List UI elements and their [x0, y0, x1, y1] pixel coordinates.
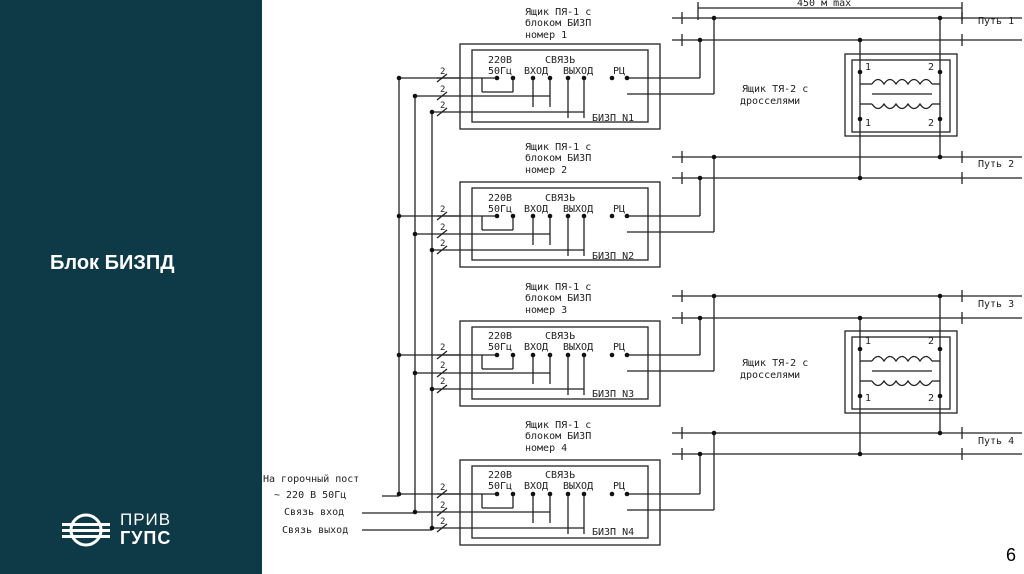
comm-out-label: Связь выход [282, 525, 348, 536]
block-number-label: номер 2 [525, 165, 567, 176]
logo-line-1: ПРИВ [120, 510, 172, 529]
wire-count-3: 2 [440, 101, 445, 111]
cabinet-label-line-2: блоком БИЗП [525, 430, 591, 442]
terminal-svyaz-label: СВЯЗЬ [545, 331, 575, 342]
terminal-vyhod-label: ВЫХОД [563, 481, 593, 492]
choke-label-2-line-1: Ящик ТЯ-2 с [742, 358, 808, 369]
coil-pin-1b: 1 [865, 118, 871, 129]
distance-label: 450 м max [797, 0, 851, 9]
coil-pin-1c: 1 [865, 336, 871, 347]
wire-count-2: 2 [440, 501, 445, 511]
terminal-vyhod-label: ВЫХОД [563, 66, 593, 77]
bizp-block-4: Ящик ПЯ-1 с блоком БИЗП номер 4 220В СВЯ… [440, 420, 1014, 538]
track-label: Путь 3 [978, 299, 1014, 310]
cabinet-label-line-1: Ящик ПЯ-1 с [525, 420, 591, 431]
wiring-diagram: 450 м max Ящик ТЯ-2 с дросселями Ящик ТЯ… [263, 0, 1022, 546]
coil-pin-2c: 2 [928, 336, 934, 347]
choke-label-1-line-1: Ящик ТЯ-2 с [742, 84, 808, 95]
bizp-block-3: Ящик ПЯ-1 с блоком БИЗП номер 3 220В СВЯ… [440, 282, 1014, 400]
wire-count-2: 2 [440, 361, 445, 371]
hump-post-label-line-1: На горочный пост [263, 473, 359, 485]
comm-in-label: Связь вход [284, 507, 344, 518]
block-number-label: номер 4 [525, 443, 567, 454]
bizp-block-2: Ящик ПЯ-1 с блоком БИЗП номер 2 220В СВЯ… [440, 142, 1014, 262]
wire-count-1: 2 [440, 343, 445, 353]
terminal-vhod-label: ВХОД [524, 481, 548, 492]
terminal-rc-label: РЦ [613, 342, 625, 353]
terminal-220-label: 220В [488, 470, 512, 481]
wire-count-1: 2 [440, 483, 445, 493]
bizp-label: БИЗП N2 [592, 251, 634, 262]
cabinet-label-line-1: Ящик ПЯ-1 с [525, 7, 591, 18]
terminal-rc-label: РЦ [613, 66, 625, 77]
bizp-label: БИЗП N1 [592, 113, 634, 124]
coil-pin-2d: 2 [928, 393, 934, 404]
choke-label-1-line-2: дросселями [740, 96, 800, 107]
block-number-label: номер 3 [525, 305, 567, 316]
terminal-svyaz-label: СВЯЗЬ [545, 470, 575, 481]
coil-pin-2a: 2 [928, 62, 934, 73]
terminal-220-label: 220В [488, 55, 512, 66]
hump-post-label-line-2: ~ 220 В 50Гц [274, 490, 346, 501]
sidebar: Блок БИЗПД ПРИВ ГУПС [0, 0, 262, 574]
wire-count-3: 2 [440, 377, 445, 387]
page-number: 6 [1005, 545, 1016, 565]
wire-count-2: 2 [440, 223, 445, 233]
coil-pin-2b: 2 [928, 118, 934, 129]
slide-title: Блок БИЗПД [50, 252, 175, 274]
cabinet-label-line-1: Ящик ПЯ-1 с [525, 282, 591, 293]
logo-icon [62, 513, 110, 547]
coil-pin-1a: 1 [865, 62, 871, 73]
bizp-block-1: Ящик ПЯ-1 с блоком БИЗП номер 1 220В СВЯ… [440, 7, 1014, 124]
terminal-svyaz-label: СВЯЗЬ [545, 55, 575, 66]
logo-line-2: ГУПС [120, 528, 172, 548]
track-label: Путь 4 [978, 436, 1014, 447]
terminal-vhod-label: ВХОД [524, 66, 548, 77]
bizp-label: БИЗП N3 [592, 389, 634, 400]
terminal-vhod-label: ВХОД [524, 342, 548, 353]
terminal-vyhod-label: ВЫХОД [563, 204, 593, 215]
coil-pin-1d: 1 [865, 393, 871, 404]
cabinet-label-line-2: блоком БИЗП [525, 17, 591, 29]
wire-count-1: 2 [440, 205, 445, 215]
wire-count-3: 2 [440, 517, 445, 527]
block-number-label: номер 1 [525, 30, 567, 41]
terminal-50-label: 50Гц [488, 204, 512, 215]
terminal-220-label: 220В [488, 193, 512, 204]
wire-count-1: 2 [440, 67, 445, 77]
terminal-50-label: 50Гц [488, 66, 512, 77]
track-label: Путь 2 [978, 159, 1014, 170]
bizp-label: БИЗП N4 [592, 527, 634, 538]
terminal-svyaz-label: СВЯЗЬ [545, 193, 575, 204]
terminal-rc-label: РЦ [613, 481, 625, 492]
cabinet-label-line-1: Ящик ПЯ-1 с [525, 142, 591, 153]
terminal-vhod-label: ВХОД [524, 204, 548, 215]
cabinet-label-line-2: блоком БИЗП [525, 152, 591, 164]
wire-count-2: 2 [440, 85, 445, 95]
terminal-220-label: 220В [488, 331, 512, 342]
terminal-50-label: 50Гц [488, 481, 512, 492]
terminal-rc-label: РЦ [613, 204, 625, 215]
choke-label-2-line-2: дросселями [740, 370, 800, 381]
logo: ПРИВ ГУПС [62, 510, 212, 554]
cabinet-label-line-2: блоком БИЗП [525, 292, 591, 304]
wire-count-3: 2 [440, 239, 445, 249]
terminal-vyhod-label: ВЫХОД [563, 342, 593, 353]
terminal-50-label: 50Гц [488, 342, 512, 353]
track-label: Путь 1 [978, 16, 1014, 27]
